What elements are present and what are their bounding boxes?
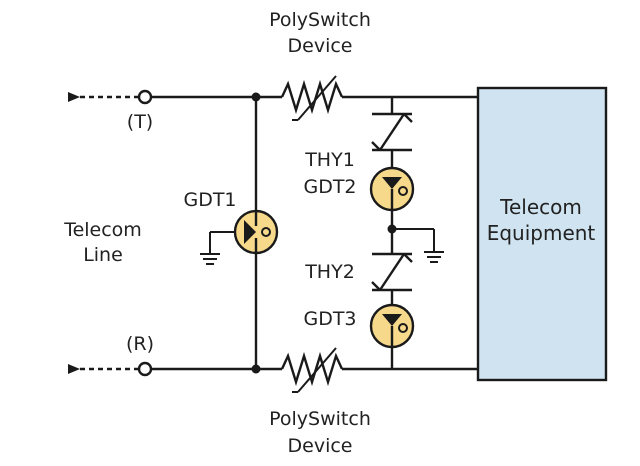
r-arrow-icon [68,364,80,374]
thy2-label: THY2 [304,261,355,283]
polyswitch-bottom-label-2: Device [288,435,353,457]
equipment-label-1: Telecom [499,195,582,219]
equipment-label-2: Equipment [487,221,596,245]
telecom-equipment-box [476,86,608,382]
gdt2-label: GDT2 [303,176,356,198]
gdt1-label: GDT1 [183,189,236,211]
thy2-icon [371,252,413,292]
gdt1-branch [200,92,279,374]
polyswitch-bottom-resistor [280,351,344,387]
polyswitch-top-resistor [280,79,344,115]
polyswitch-bottom-label-1: PolySwitch [269,408,371,430]
thy1-label: THY1 [304,149,355,171]
t-arrow-icon [68,92,80,102]
polyswitch-top-label-1: PolySwitch [269,9,371,31]
thy1-icon [371,112,413,152]
r-terminal [137,361,153,377]
polyswitch-top-label-2: Device [288,35,353,57]
gdt3-label: GDT3 [303,308,356,330]
telecom-line-label-1: Telecom [63,219,142,241]
terminal-r-label: (R) [126,333,154,355]
protector-stack [369,97,444,369]
terminal-t-label: (T) [127,111,153,133]
t-terminal [137,89,153,105]
telecom-line-label-2: Line [83,244,123,266]
